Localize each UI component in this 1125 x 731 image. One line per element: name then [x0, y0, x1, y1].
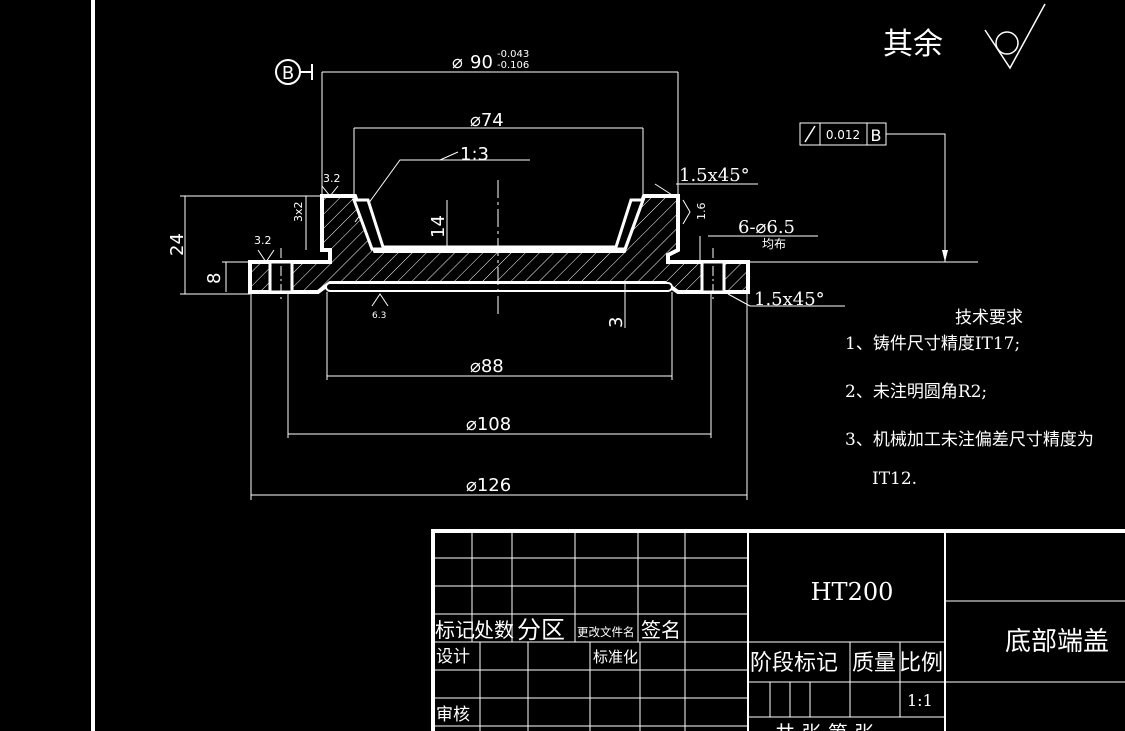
holes-leader: 6-⌀6.5 均布	[699, 217, 818, 262]
tb-header-mark: 标记	[435, 618, 475, 642]
tech-title: 技术要求	[955, 308, 1023, 328]
tech-item-1: 1、铸件尺寸精度IT17;	[845, 334, 1020, 354]
tb-header-sign: 签名	[641, 618, 681, 642]
holes-label: 6-⌀6.5	[738, 217, 795, 238]
tb-scale-value: 1:1	[907, 691, 933, 710]
dim-groove: 3x2	[292, 196, 307, 250]
tolerance-frame: 0.012 B	[745, 122, 978, 263]
tb-part-name: 底部端盖	[1005, 627, 1109, 657]
surface-finish-icon	[984, 3, 1046, 70]
ra-bottom-label: 6.3	[372, 311, 386, 321]
dim-d90: ⌀ 90 -0.043 -0.106	[321, 49, 679, 196]
dim-d126-label: ⌀126	[466, 475, 511, 496]
ra-bottom: 6.3	[371, 293, 389, 321]
dim-h8-label: 8	[204, 273, 225, 284]
dim-d88: ⌀88	[326, 292, 673, 380]
dim-h14: 14	[428, 200, 449, 250]
tech-item-3: 3、机械加工未注偏差尺寸精度为	[845, 430, 1094, 450]
title-block: 标记 处数 分区 更改文件名 签名 设计 标准化 审核 HT200 阶段标记 质…	[431, 529, 1125, 731]
tb-stage-mark: 阶段标记	[750, 651, 838, 676]
tb-review: 审核	[436, 705, 470, 725]
tolerance-value: 0.012	[826, 128, 860, 142]
tolerance-datum: B	[871, 126, 882, 145]
datum-b-letter: B	[282, 63, 294, 84]
tb-standardize: 标准化	[593, 648, 638, 666]
ra-right-label: 1.6	[695, 203, 708, 221]
dim-d108: ⌀108	[287, 292, 712, 438]
tb-header-zone: 分区	[517, 616, 565, 644]
dim-h24: 24	[167, 195, 322, 295]
dim-h8: 8	[204, 261, 250, 292]
datum-b-symbol: B	[275, 59, 313, 85]
dim-d90-upper: -0.043	[497, 49, 529, 60]
runout-icon	[804, 125, 816, 143]
dim-h24-label: 24	[167, 233, 188, 256]
chamfer-top-label: 1.5x45°	[679, 165, 750, 186]
tb-sheets: 共 张 第 张	[775, 721, 874, 731]
dim-d74-label: ⌀74	[470, 110, 504, 131]
ra-left-top: 3.2	[321, 172, 341, 197]
dim-groove-label: 3x2	[292, 201, 305, 222]
dim-d126: ⌀126	[250, 292, 748, 500]
taper-label: 1:3	[460, 144, 489, 165]
dim-d88-label: ⌀88	[470, 356, 504, 377]
tb-design: 设计	[436, 647, 470, 667]
dim-d74: ⌀74	[353, 110, 644, 196]
surface-finish-label: 其余	[883, 27, 943, 62]
chamfer-bottom-leader: 1.5x45°	[727, 289, 845, 310]
dim-d90-lower: -0.106	[497, 60, 529, 71]
tb-material: HT200	[811, 578, 894, 606]
dim-d90-symbol: ⌀	[452, 52, 463, 73]
ra-left-mid-label: 3.2	[254, 234, 272, 247]
section-outline	[248, 194, 750, 294]
taper-leader: 1:3	[354, 144, 530, 223]
tb-mass: 质量	[852, 651, 896, 676]
ra-left-top-label: 3.2	[323, 172, 341, 185]
chamfer-bottom-label: 1.5x45°	[754, 289, 825, 310]
ra-right: 1.6	[682, 199, 708, 225]
ra-left-mid: 3.2	[254, 234, 275, 263]
tech-requirements: 技术要求 1、铸件尺寸精度IT17; 2、未注明圆角R2; 3、机械加工未注偏差…	[845, 308, 1094, 489]
tech-item-4: IT12.	[872, 469, 917, 489]
dim-d108-label: ⌀108	[466, 414, 511, 435]
dim-h3: 3	[606, 283, 627, 328]
tb-scale-label: 比例	[899, 651, 943, 676]
part-section	[248, 180, 750, 318]
holes-note: 均布	[762, 237, 786, 251]
tb-header-change: 更改文件名	[577, 625, 635, 639]
tech-item-2: 2、未注明圆角R2;	[845, 382, 987, 402]
dim-h3-label: 3	[606, 317, 627, 328]
dim-h14-label: 14	[428, 215, 449, 238]
tb-header-count: 处数	[474, 618, 514, 642]
dim-d90-value: 90	[470, 52, 493, 73]
